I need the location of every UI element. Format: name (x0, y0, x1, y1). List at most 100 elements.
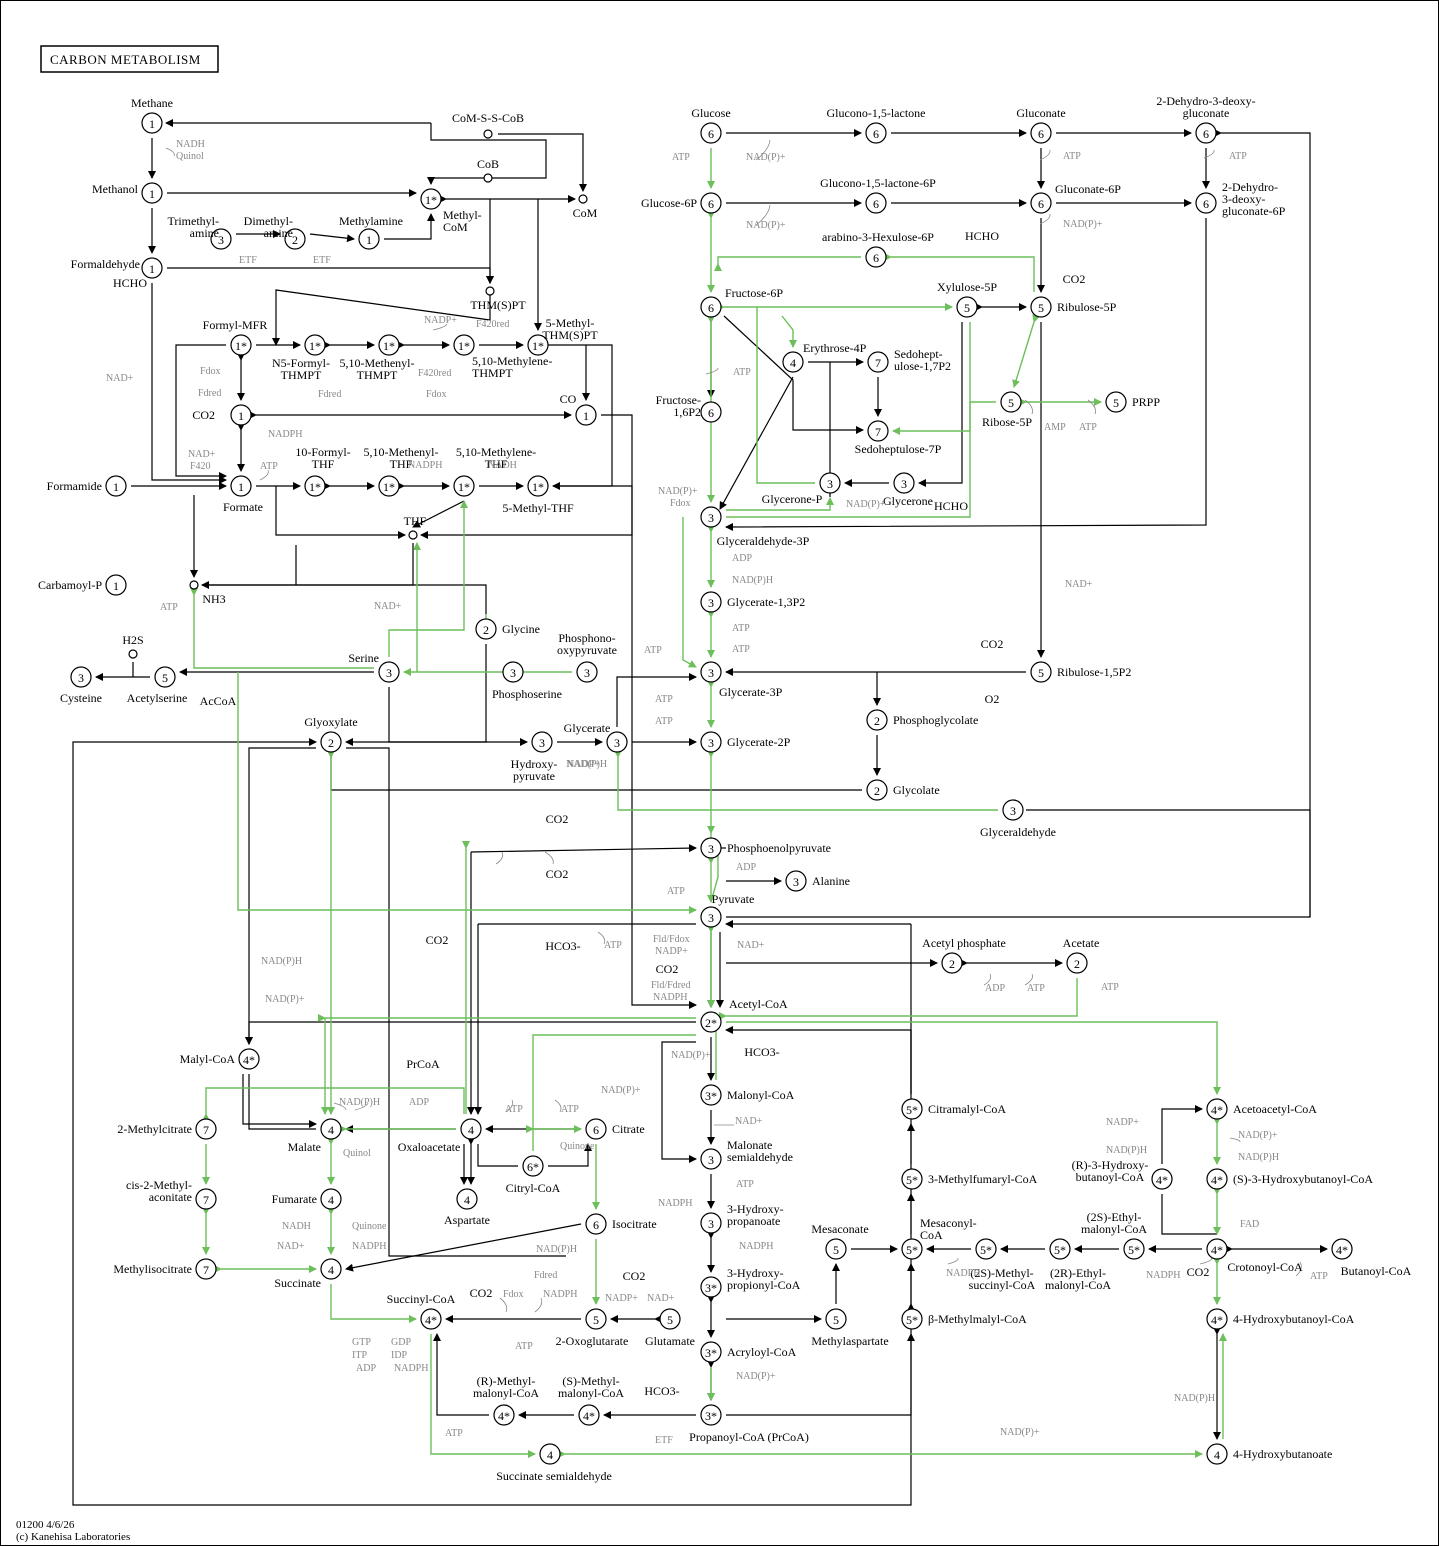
compound-hydroxybutanoylcoa4[interactable]: 4* (1206, 1308, 1228, 1330)
compound-crotonoylcoa[interactable]: 4* (1206, 1238, 1228, 1260)
compound-succinatesemialdehyde[interactable]: 4 (539, 1443, 561, 1465)
compound-malate[interactable]: 4 (320, 1118, 342, 1140)
compound-methylenethf[interactable]: 1* (453, 475, 475, 497)
compound-methylcitrate[interactable]: 7 (195, 1118, 217, 1140)
compound-cysteine[interactable]: 3 (70, 666, 92, 688)
compound-glyoxylate[interactable]: 2 (320, 731, 342, 753)
compound-hydroxypyruvate[interactable]: 3 (531, 731, 553, 753)
compound-formaldehyde[interactable]: 1 (141, 257, 163, 279)
compound-succinylcoa[interactable]: 4* (420, 1308, 442, 1330)
compound-smethylmalonylcoa[interactable]: 4* (578, 1404, 600, 1426)
compound-rhydroxybutanoylcoa[interactable]: 4* (1151, 1168, 1173, 1190)
compound-fructose16p2[interactable]: 6 (700, 401, 722, 423)
compound-methylfumarylcoa[interactable]: 5* (901, 1168, 923, 1190)
compound-cob[interactable] (483, 173, 493, 183)
compound-formylthf[interactable]: 1* (304, 475, 326, 497)
compound-gluconate6p[interactable]: 6 (1030, 192, 1052, 214)
compound-citrylcoa[interactable]: 6* (522, 1155, 544, 1177)
compound-glucose6p[interactable]: 6 (700, 192, 722, 214)
compound-glyceraldehyde3p[interactable]: 3 (700, 506, 722, 528)
compound-gluconate[interactable]: 6 (1030, 122, 1052, 144)
compound-fumarate[interactable]: 4 (320, 1188, 342, 1210)
compound-acetylserine[interactable]: 5 (154, 666, 176, 688)
compound-glucose[interactable]: 6 (700, 122, 722, 144)
compound-com[interactable] (578, 194, 588, 204)
compound-smethylsuccinylcoa[interactable]: 5* (975, 1238, 997, 1260)
compound-trimethylamine[interactable]: 3 (210, 228, 232, 250)
compound-oxaloacetate[interactable]: 4 (460, 1118, 482, 1140)
compound-n5formylthmpt[interactable]: 1* (304, 334, 326, 356)
compound-sedoheptulose17p2[interactable]: 7 (867, 351, 889, 373)
compound-methylthmspt[interactable]: 1* (527, 334, 549, 356)
compound-methylaconitate[interactable]: 7 (195, 1188, 217, 1210)
compound-acryloylcoa[interactable]: 3* (700, 1341, 722, 1363)
compound-methylisocitrate[interactable]: 7 (195, 1258, 217, 1280)
compound-butanoylcoa[interactable]: 4* (1331, 1238, 1353, 1260)
compound-dimethylamine[interactable]: 2 (284, 228, 306, 250)
compound-glyceraldehyde[interactable]: 3 (1002, 799, 1024, 821)
compound-formylmfr[interactable]: 1* (230, 334, 252, 356)
compound-succinate[interactable]: 4 (320, 1258, 342, 1280)
compound-citrate[interactable]: 6 (585, 1118, 607, 1140)
compound-fructose6p[interactable]: 6 (700, 296, 722, 318)
compound-acetylcoa[interactable]: 2* (700, 1011, 722, 1033)
compound-formate[interactable]: 1 (230, 475, 252, 497)
compound-mesaconylcoa[interactable]: 5* (901, 1238, 923, 1260)
compound-serine[interactable]: 3 (378, 661, 400, 683)
compound-carbamoylp[interactable]: 1 (105, 574, 127, 596)
compound-oxoglutarate[interactable]: 5 (585, 1308, 607, 1330)
compound-dehydrodeoxygluconate6p[interactable]: 6 (1195, 192, 1217, 214)
compound-methylaspartate[interactable]: 5 (825, 1308, 847, 1330)
compound-prpp[interactable]: 5 (1105, 391, 1127, 413)
compound-hydroxypropionylcoa[interactable]: 3* (700, 1276, 722, 1298)
compound-xylulose5p[interactable]: 5 (956, 296, 978, 318)
compound-pyruvate[interactable]: 3 (700, 906, 722, 928)
compound-alanine[interactable]: 3 (785, 870, 807, 892)
compound-pep[interactable]: 3 (700, 837, 722, 859)
compound-acetoacetylcoa[interactable]: 4* (1206, 1098, 1228, 1120)
compound-glyceronep[interactable]: 3 (819, 472, 841, 494)
compound-hydroxypropanoate[interactable]: 3 (700, 1212, 722, 1234)
compound-acetylphosphate[interactable]: 2 (941, 952, 963, 974)
compound-shydroxybutanoylcoa[interactable]: 4* (1206, 1168, 1228, 1190)
compound-methylcom[interactable]: 1* (420, 188, 442, 210)
compound-sedoheptulose7p[interactable]: 7 (867, 420, 889, 442)
compound-nh3[interactable] (189, 580, 199, 590)
compound-phosphonooxypyruvate[interactable]: 3 (576, 661, 598, 683)
compound-acetate[interactable]: 2 (1066, 952, 1088, 974)
compound-sethylmalonylcoa[interactable]: 5* (1123, 1238, 1145, 1260)
compound-dehydrodeoxygluconate[interactable]: 6 (1195, 122, 1217, 144)
compound-methylenethmpt[interactable]: 1* (453, 334, 475, 356)
compound-arabinohexulose6p[interactable]: 6 (865, 246, 887, 268)
compound-methanol[interactable]: 1 (141, 182, 163, 204)
compound-aspartate[interactable]: 4 (456, 1188, 478, 1210)
compound-glycerate[interactable]: 3 (606, 731, 628, 753)
compound-glycerate3p[interactable]: 3 (700, 661, 722, 683)
compound-malonylcoa[interactable]: 3* (700, 1084, 722, 1106)
compound-comscob[interactable] (483, 129, 493, 139)
compound-glycerone[interactable]: 3 (893, 472, 915, 494)
compound-ribulose15p2[interactable]: 5 (1030, 661, 1052, 683)
compound-thmspt[interactable] (485, 286, 495, 296)
compound-ribulose5p[interactable]: 5 (1030, 296, 1052, 318)
compound-phosphoserine[interactable]: 3 (502, 661, 524, 683)
compound-phosphoglycolate[interactable]: 2 (866, 709, 888, 731)
compound-rethylmalonylcoa[interactable]: 5* (1049, 1238, 1071, 1260)
compound-malylcoa[interactable]: 4* (238, 1048, 260, 1070)
compound-methylmalylcoa[interactable]: 5* (901, 1308, 923, 1330)
compound-citramalylcoa[interactable]: 5* (901, 1098, 923, 1120)
compound-methenylthf[interactable]: 1* (378, 475, 400, 497)
compound-isocitrate[interactable]: 6 (585, 1213, 607, 1235)
compound-thf[interactable] (408, 530, 418, 540)
compound-methenylthmpt[interactable]: 1* (378, 334, 400, 356)
compound-glycerate13p2[interactable]: 3 (700, 591, 722, 613)
compound-methylamine[interactable]: 1 (358, 228, 380, 250)
compound-glutamate[interactable]: 5 (659, 1308, 681, 1330)
compound-gluconolactone[interactable]: 6 (865, 122, 887, 144)
compound-glycerate2p[interactable]: 3 (700, 731, 722, 753)
compound-propanoylcoa[interactable]: 3* (700, 1404, 722, 1426)
compound-glycolate[interactable]: 2 (866, 779, 888, 801)
compound-gluconolactone6p[interactable]: 6 (865, 192, 887, 214)
compound-ribose5p[interactable]: 5 (1000, 391, 1022, 413)
compound-mesaconate[interactable]: 5 (825, 1238, 847, 1260)
